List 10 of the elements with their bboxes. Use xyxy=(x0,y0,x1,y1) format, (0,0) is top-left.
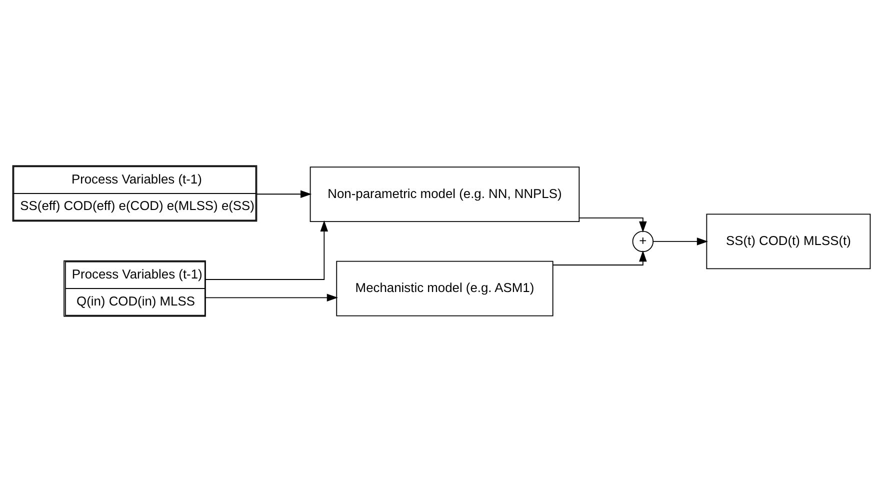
node-box: SS(t) COD(t) MLSS(t) xyxy=(706,213,871,269)
node-box: Non-parametric model (e.g. NN, NNPLS) xyxy=(310,166,580,222)
arrow xyxy=(205,220,328,280)
arrow xyxy=(552,250,647,265)
arrow xyxy=(578,216,647,232)
arrow xyxy=(205,293,338,302)
node-circle: + xyxy=(632,230,654,252)
arrow xyxy=(652,237,708,245)
node-box: Mechanistic model (e.g. ASM1) xyxy=(336,260,554,316)
arrow xyxy=(256,190,312,198)
